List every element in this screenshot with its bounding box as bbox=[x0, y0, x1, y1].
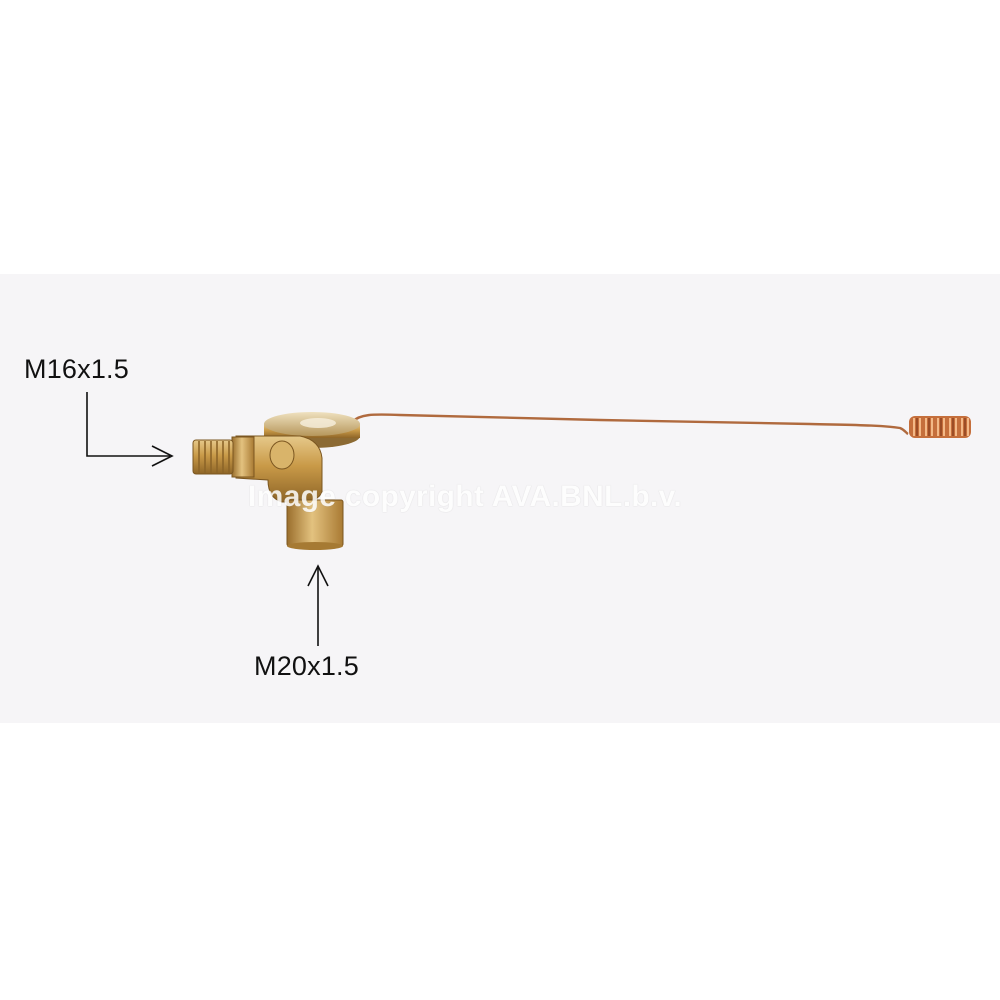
image-backdrop-panel bbox=[0, 274, 1000, 723]
inlet-pointer-arrow bbox=[86, 392, 174, 467]
copyright-watermark: Image copyright AVA.BNL.b.v. bbox=[248, 480, 682, 513]
outlet-thread-label: M20x1.5 bbox=[254, 651, 359, 681]
inlet-thread-label: M16x1.5 bbox=[24, 354, 129, 384]
inlet-hex-nut bbox=[231, 436, 255, 478]
outlet-threaded-fitting bbox=[286, 499, 344, 550]
inlet-threaded-fitting bbox=[192, 439, 234, 475]
outlet-pointer-arrow bbox=[307, 564, 329, 646]
sensing-bulb-coil bbox=[909, 416, 971, 438]
capillary-tube bbox=[351, 413, 909, 436]
